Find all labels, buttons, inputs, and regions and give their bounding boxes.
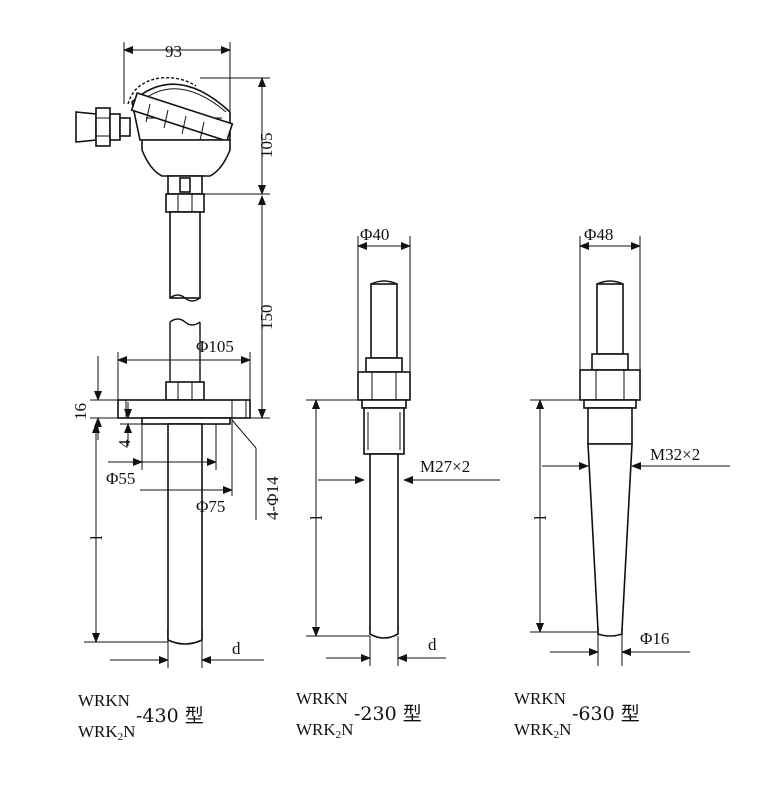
model-430-line2-end: N — [123, 722, 135, 741]
dim-flange-step: 4 — [115, 439, 134, 448]
dim-neck-length: 150 — [257, 305, 276, 331]
svg-text:WRK2N: WRK2N — [78, 722, 135, 743]
dim-hex-dia-40: Φ40 — [360, 225, 389, 244]
dim-thread-m32: M32×2 — [650, 445, 700, 464]
dim-flange-dia: Φ105 — [196, 337, 234, 356]
svg-text:WRK2N: WRK2N — [514, 720, 571, 741]
model-230-line2-sub: 2 — [336, 729, 342, 741]
model-230-suffix: -230 型 — [354, 703, 422, 725]
model-630-line2-end: N — [559, 720, 571, 739]
model-630-line1: WRKN — [514, 689, 566, 708]
model-630-suffix: -630 型 — [572, 703, 640, 725]
dim-bolt-circle: Φ75 — [196, 497, 225, 516]
model-630-drawing: Φ48 M32×2 l Φ16 — [530, 225, 730, 666]
junction-box-icon — [75, 76, 234, 213]
model-630-line2-sub: 2 — [554, 729, 560, 741]
dim-diameter-d-230: d — [428, 635, 437, 654]
dim-length-l-430: l — [87, 535, 106, 540]
flange-icon — [117, 399, 251, 425]
dim-head-width: 93 — [165, 42, 182, 61]
dim-hex-dia-48: Φ48 — [584, 225, 613, 244]
dim-bolt-holes: 4-Φ14 — [263, 476, 282, 520]
hex-nut-icon — [357, 357, 411, 401]
model-label-430: WRKN WRK2N -430 型 — [78, 691, 204, 743]
dim-length-l-630: l — [531, 515, 550, 520]
dim-head-height: 105 — [257, 133, 276, 159]
dim-tube-dia-55: Φ55 — [106, 469, 135, 488]
model-label-230: WRKN WRK2N -230 型 — [296, 689, 422, 741]
dim-thread-m27: M27×2 — [420, 457, 470, 476]
model-label-630: WRKN WRK2N -630 型 — [514, 689, 640, 741]
model-430-line1: WRKN — [78, 691, 130, 710]
model-230-line1: WRKN — [296, 689, 348, 708]
model-430-drawing: 93 105 150 Φ105 16 4 Φ55 Φ7 — [71, 42, 282, 668]
model-630-line2: WRK — [514, 720, 554, 739]
model-430-line2-sub: 2 — [118, 731, 124, 743]
model-230-line2-end: N — [341, 720, 353, 739]
dim-flange-thickness: 16 — [71, 403, 90, 420]
model-230-drawing: Φ40 M27×2 l d — [306, 225, 500, 666]
threaded-fitting-icon — [361, 399, 407, 455]
model-230-line2: WRK — [296, 720, 336, 739]
dim-tip-dia-16: Φ16 — [640, 629, 669, 648]
dim-diameter-d-430: d — [232, 639, 241, 658]
model-430-suffix: -430 型 — [136, 705, 204, 727]
model-430-line2: WRK — [78, 722, 118, 741]
dim-length-l-230: l — [307, 515, 326, 520]
svg-text:WRK2N: WRK2N — [296, 720, 353, 741]
